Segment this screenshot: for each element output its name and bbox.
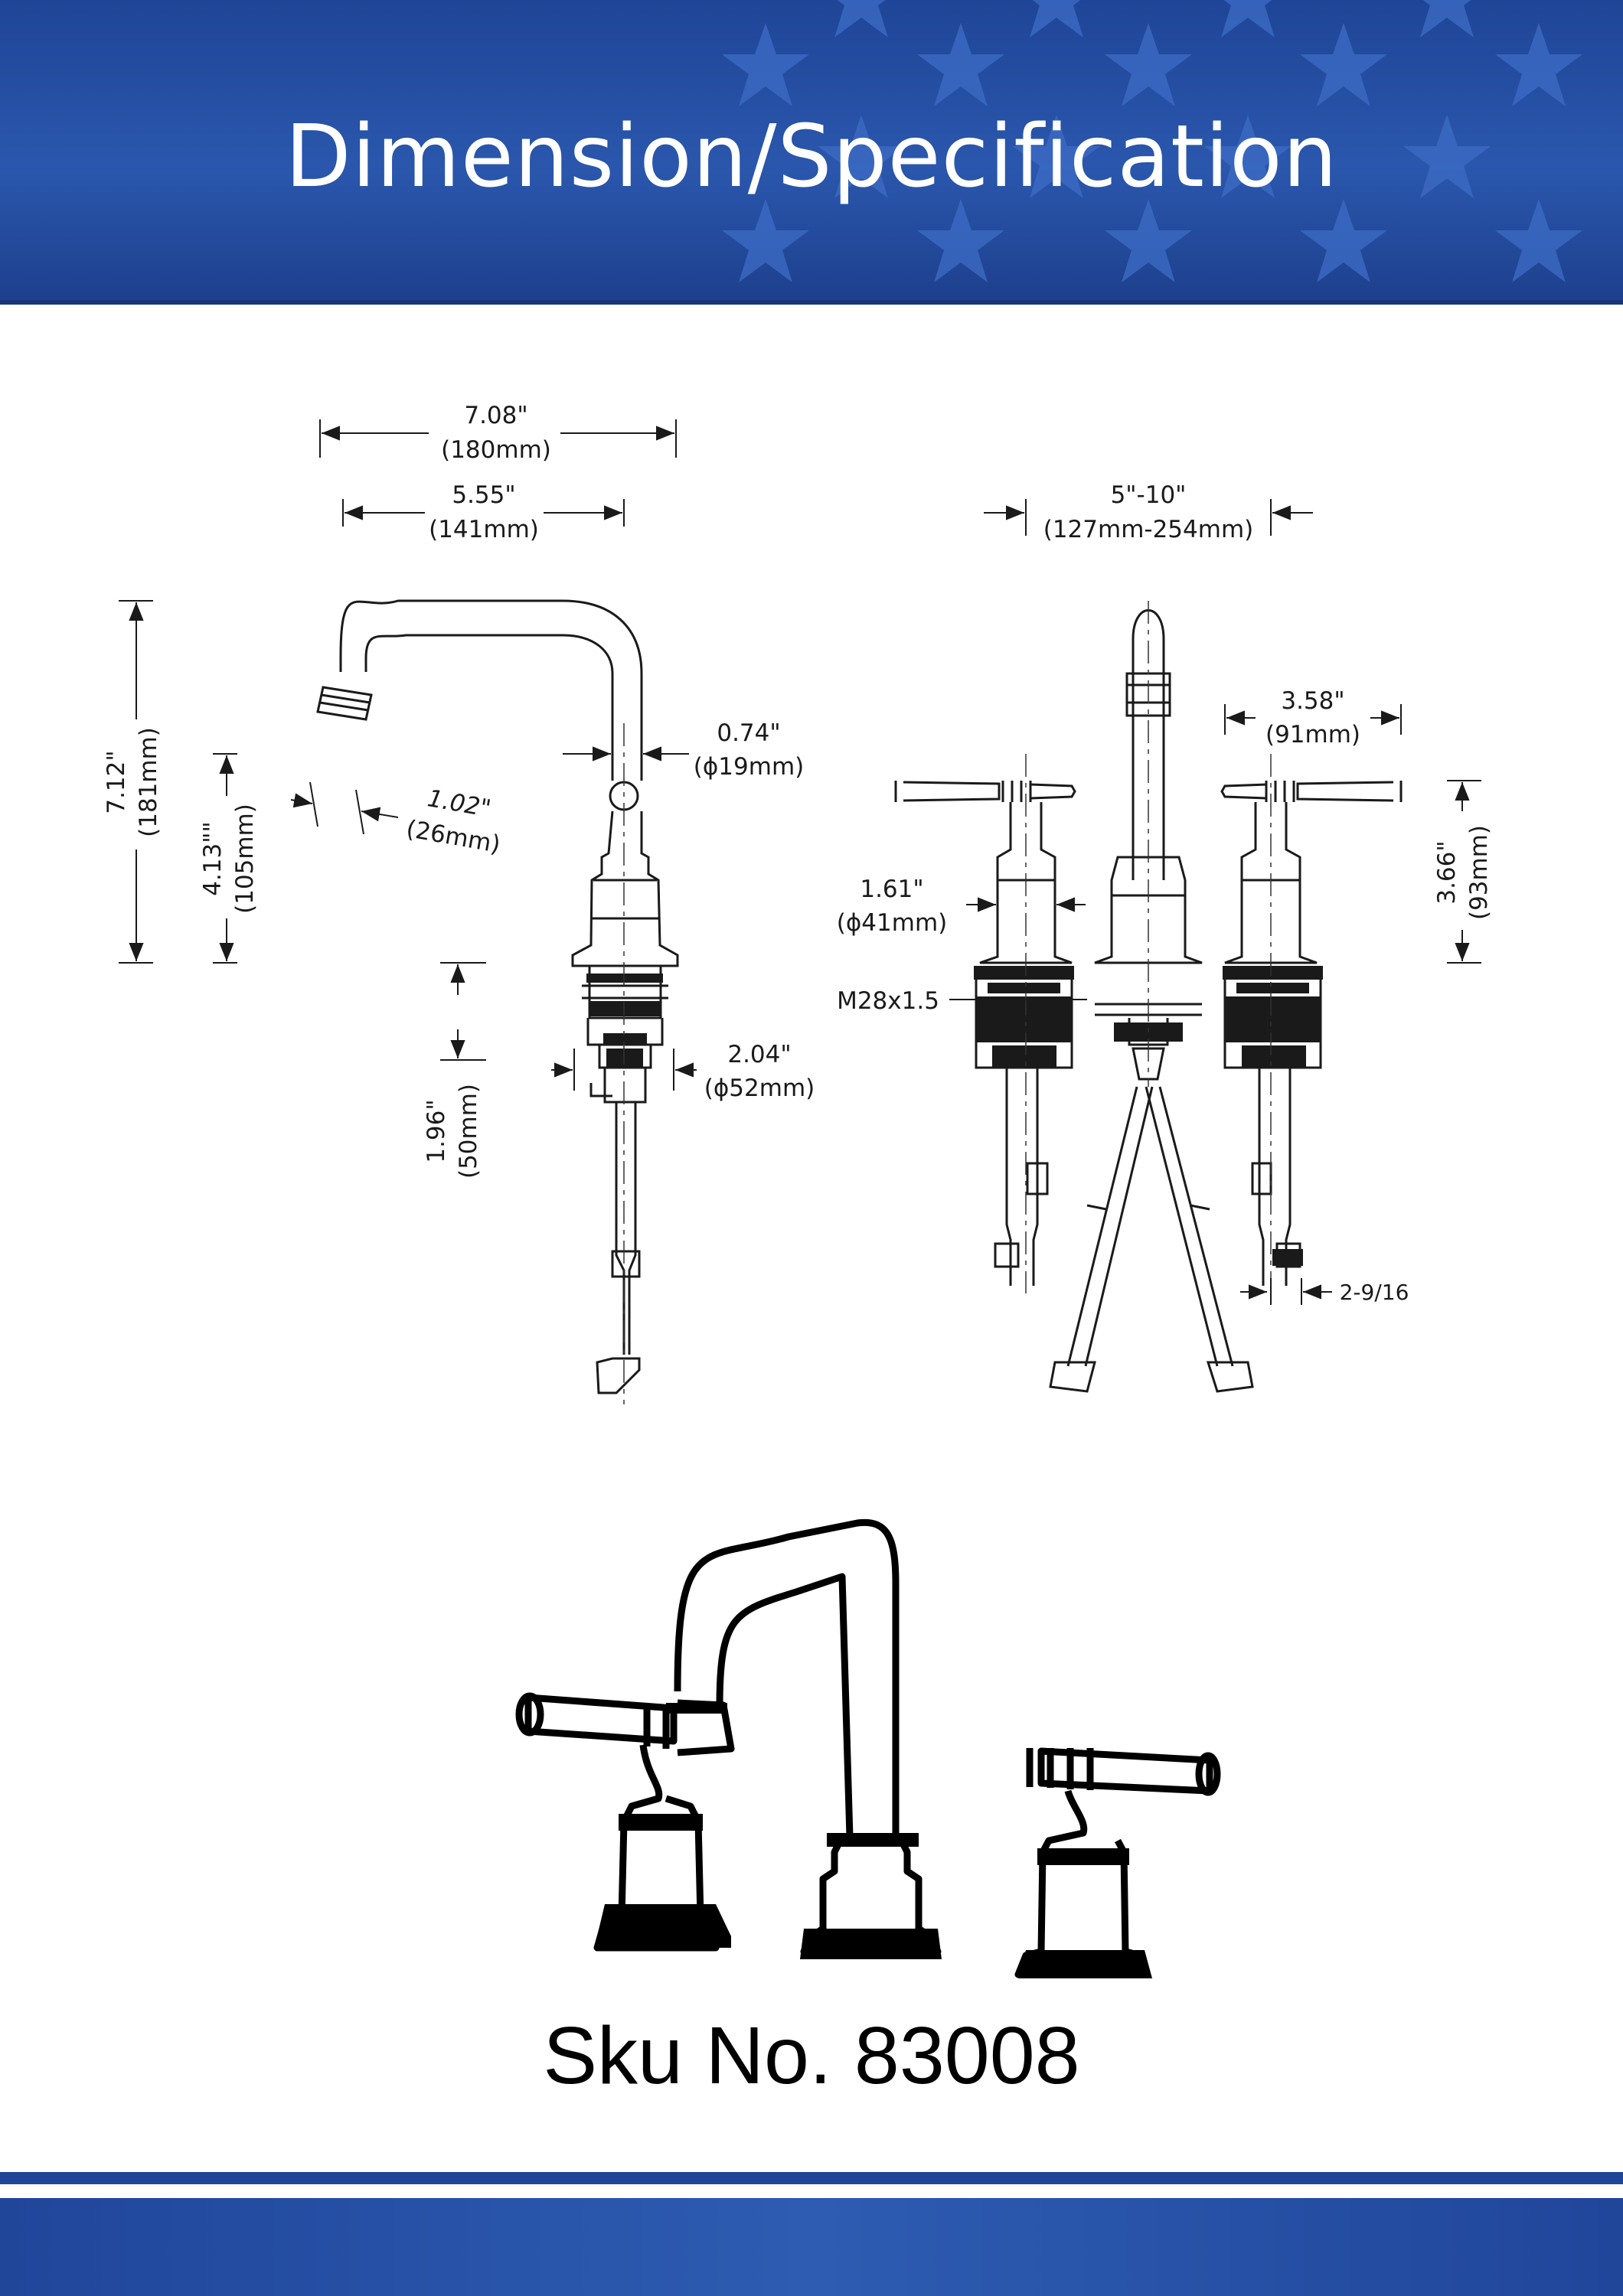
dim-spout-height-mm: (105mm) <box>231 804 259 914</box>
dim-handle-height-mm: (93mm) <box>1465 825 1493 920</box>
dim-handle-base-in: 1.61" <box>860 876 923 903</box>
dimension-lines <box>119 419 1481 1305</box>
dim-spout-height-in: 4.13"" <box>199 821 227 896</box>
dimension-labels: 7.08" (180mm) 5.55" (141mm) 5"-10" (127m… <box>103 402 1493 1305</box>
dim-spout-tube-in: 0.74" <box>717 719 780 747</box>
footer-bar <box>0 2198 1623 2296</box>
dim-handle-base-mm: (ϕ41mm) <box>837 909 947 937</box>
dim-base-dia-mm: (ϕ52mm) <box>704 1075 815 1102</box>
page-title: Dimension/Specification <box>285 107 1338 207</box>
dim-spread-mm: (127mm-254mm) <box>1043 516 1254 543</box>
footer-banner <box>0 2172 1623 2296</box>
header-banner: Dimension/Specification <box>0 0 1623 305</box>
dim-spout-tube-mm: (ϕ19mm) <box>694 753 804 781</box>
dim-handle-height-in: 3.66" <box>1433 840 1461 904</box>
dim-handle-length-mm: (91mm) <box>1265 721 1360 748</box>
technical-drawing: 7.08" (180mm) 5.55" (141mm) 5"-10" (127m… <box>103 402 1493 1978</box>
dim-thread: M28x1.5 <box>837 987 939 1015</box>
dim-overall-length-mm: (180mm) <box>441 436 551 464</box>
dim-spread-in: 5"-10" <box>1111 481 1187 509</box>
faucet-illustration-fills <box>597 1703 1152 1978</box>
dim-base-dia-in: 2.04" <box>727 1041 791 1068</box>
footer-rule <box>0 2172 1623 2184</box>
dim-connector: 2-9/16 <box>1340 1280 1409 1305</box>
dim-aerator-in: 1.02" <box>426 784 493 823</box>
dim-total-height-in: 7.12" <box>103 750 130 814</box>
dim-shank-length-in: 1.96" <box>423 1099 450 1163</box>
dim-overall-length-in: 7.08" <box>464 402 527 429</box>
dim-spout-reach-mm: (141mm) <box>429 516 539 543</box>
front-centerlines <box>1025 601 1272 1293</box>
sku-number: Sku No. 83008 <box>543 2011 1080 2101</box>
dim-total-height-mm: (181mm) <box>135 727 162 837</box>
dim-spout-reach-in: 5.55" <box>452 481 515 509</box>
front-view-fills <box>974 966 1323 1266</box>
dim-shank-length-mm: (50mm) <box>455 1084 482 1179</box>
header-rule <box>0 300 1623 305</box>
dim-handle-length-in: 3.58" <box>1281 687 1344 715</box>
side-view-fills <box>586 974 663 1067</box>
